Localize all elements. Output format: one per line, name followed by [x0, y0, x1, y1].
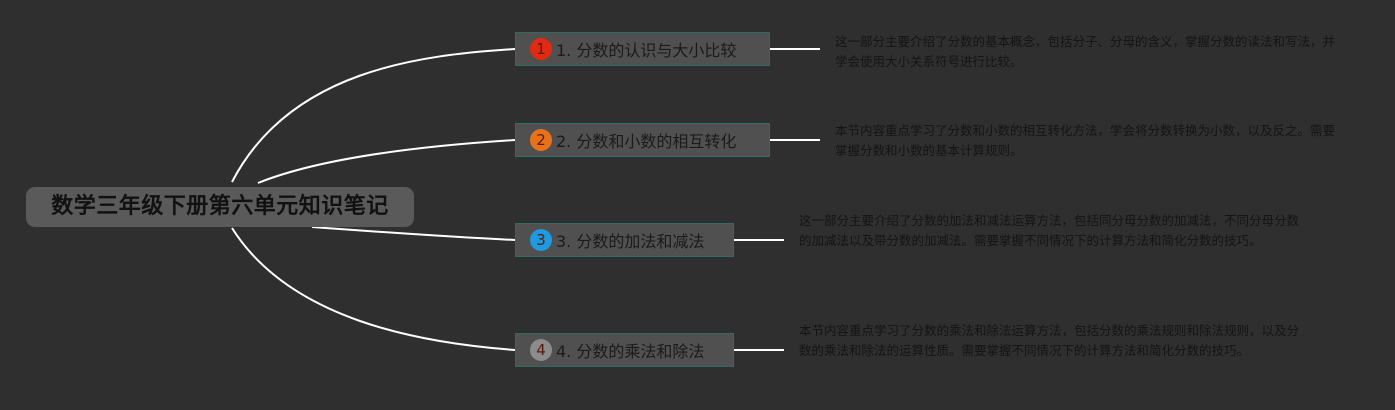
- topic-label: 3. 分数的加法和减法: [556, 232, 705, 251]
- topic-node-3[interactable]: 3 3. 分数的加法和减法: [515, 223, 734, 257]
- connector-root-topic-3: [311, 226, 516, 241]
- topic-note-1[interactable]: 这一部分主要介绍了分数的基本概念，包括分子、分母的含义，掌握分数的读法和写法，并…: [835, 34, 1336, 69]
- topic-label: 2. 分数和小数的相互转化: [556, 132, 737, 151]
- priority-4-icon: 4: [530, 339, 552, 361]
- priority-3-icon: 3: [530, 229, 552, 251]
- priority-1-icon: 1: [530, 38, 552, 60]
- topic-node-1[interactable]: 1 1. 分数的认识与大小比较: [515, 32, 770, 66]
- topic-note-2[interactable]: 本节内容重点学习了分数和小数的相互转化方法，学会将分数转换为小数，以及反之。需要…: [835, 123, 1336, 158]
- topic-node-2[interactable]: 2 2. 分数和小数的相互转化: [515, 123, 770, 157]
- root-title: 数学三年级下册第六单元知识笔记: [51, 194, 389, 219]
- priority-2-icon: 2: [530, 129, 552, 151]
- topic-label: 4. 分数的乘法和除法: [556, 342, 705, 361]
- connector-root-topic-4: [231, 227, 516, 351]
- topic-node-4[interactable]: 4 4. 分数的乘法和除法: [515, 333, 734, 367]
- topic-note-3[interactable]: 这一部分主要介绍了分数的加法和减法运算方法，包括同分母分数的加减法，不同分母分数…: [799, 213, 1300, 248]
- connector-root-topic-1: [231, 48, 516, 183]
- topic-label: 1. 分数的认识与大小比较: [556, 41, 737, 60]
- topic-note-4[interactable]: 本节内容重点学习了分数的乘法和除法运算方法，包括分数的乘法规则和除法规则，以及分…: [799, 323, 1300, 358]
- connector-root-topic-2: [257, 139, 516, 184]
- root-node[interactable]: 数学三年级下册第六单元知识笔记: [26, 187, 414, 227]
